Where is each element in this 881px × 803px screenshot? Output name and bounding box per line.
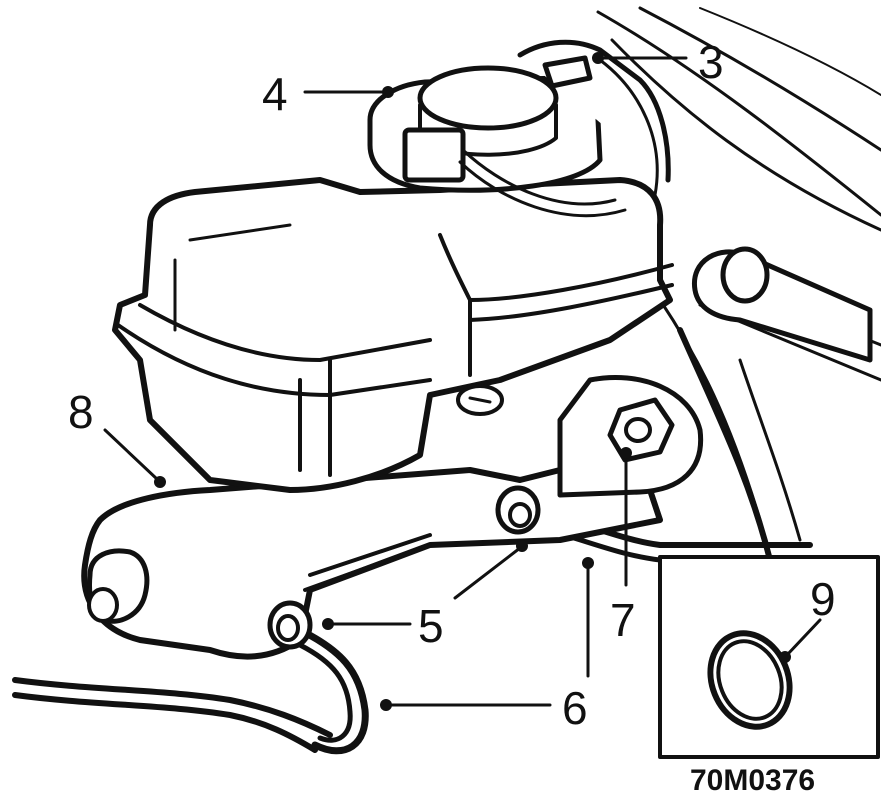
fluid-reservoir bbox=[112, 39, 674, 493]
brake-pipe-lower bbox=[12, 677, 333, 753]
brake-pipe-front bbox=[296, 626, 369, 755]
callout-5: 5 bbox=[418, 600, 444, 652]
o-ring-seal bbox=[707, 630, 793, 730]
callout-9: 9 bbox=[810, 573, 836, 625]
callout-4: 4 bbox=[262, 68, 288, 120]
callout-leaders bbox=[103, 52, 822, 711]
callout-7: 7 bbox=[610, 594, 636, 646]
callout-8: 8 bbox=[68, 386, 94, 438]
callout-6-upper: 6 bbox=[562, 682, 588, 734]
figure-code: 70M0376 bbox=[690, 764, 815, 797]
master-cylinder-body bbox=[81, 374, 704, 660]
seal-inset bbox=[658, 555, 880, 759]
callout-3: 3 bbox=[698, 36, 724, 88]
callout-labels: 3 4 5 6 7 8 9 bbox=[68, 36, 836, 734]
servo-stud bbox=[677, 246, 873, 563]
